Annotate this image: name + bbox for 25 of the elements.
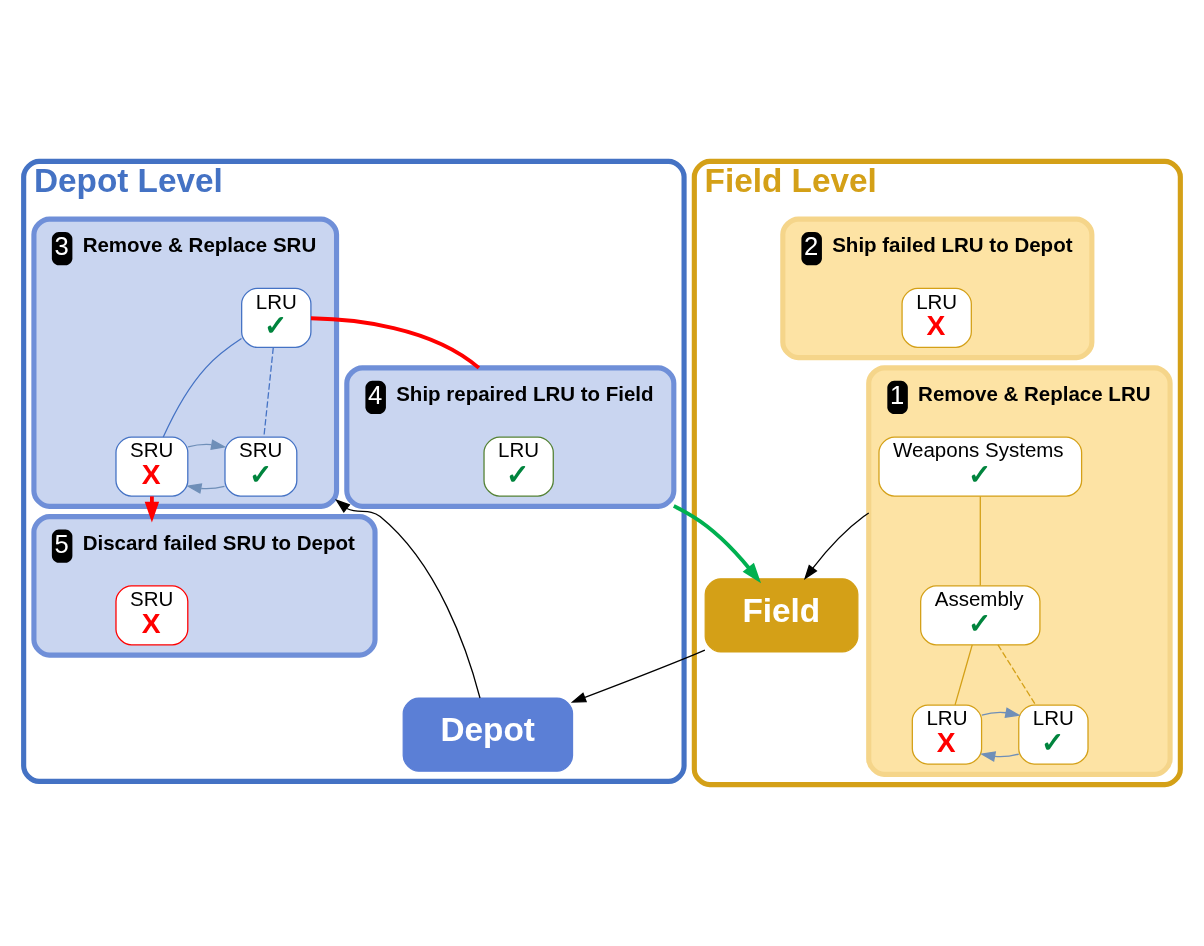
node-box: LRU ✓ — [241, 287, 312, 348]
node-box: LRU ✓ — [483, 436, 554, 497]
node-box: LRU ✓ — [1018, 704, 1089, 765]
arrow — [981, 707, 1021, 718]
connector — [263, 347, 274, 438]
arrow — [803, 512, 870, 580]
node-box: Field — [704, 578, 859, 653]
node-box: Weapons Systems ✓ — [878, 436, 1083, 497]
node-box: SRU X — [115, 436, 189, 497]
arrow — [335, 499, 481, 699]
arrow — [979, 751, 1020, 762]
node-box: SRU X — [115, 585, 189, 646]
connector — [162, 337, 243, 438]
node-box: LRU X — [911, 704, 983, 765]
arrow — [187, 439, 227, 450]
connector — [310, 316, 481, 370]
connector — [979, 495, 981, 587]
arrow — [672, 504, 762, 584]
arrow — [186, 483, 226, 494]
connector — [954, 644, 973, 706]
connector — [997, 644, 1037, 706]
node-box: Assembly ✓ — [920, 585, 1041, 646]
node-box: LRU X — [901, 287, 972, 348]
node-box: Depot — [402, 697, 574, 772]
node-box: SRU ✓ — [224, 436, 298, 497]
